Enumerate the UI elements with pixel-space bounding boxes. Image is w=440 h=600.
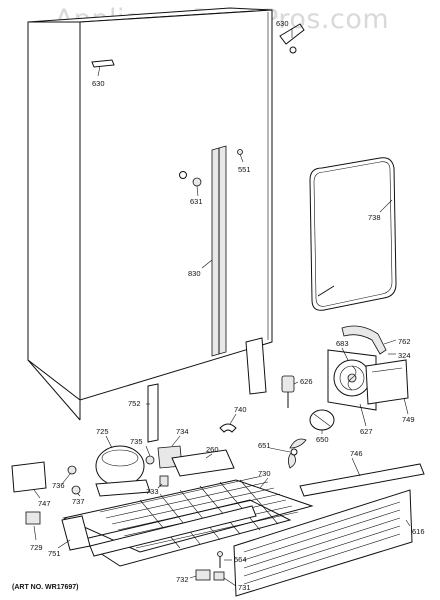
cover-plate-part: [365, 359, 409, 405]
callout-747: 747: [38, 499, 51, 508]
clip-729-part: [25, 511, 41, 525]
clip-740-part: [219, 423, 237, 433]
callout-737: 737: [72, 497, 85, 506]
leader-lines: [33, 28, 411, 587]
callout-725: 725: [96, 427, 109, 436]
mullion-part: [211, 145, 227, 357]
hinge-630-part: [91, 59, 115, 68]
cover-747-part: [11, 461, 47, 493]
callout-731: 731: [238, 583, 251, 592]
callout-740: 740: [234, 405, 247, 414]
fan-motor-part: [309, 409, 335, 431]
drain-tube-part: [341, 325, 387, 355]
callout-749: 749: [402, 415, 415, 424]
art-number: (ART NO. WR17697): [12, 584, 79, 591]
callout-730: 730: [258, 469, 271, 478]
callout-736: 736: [52, 481, 65, 490]
heater-loop-part: [309, 157, 397, 311]
callout-762: 762: [398, 337, 411, 346]
rear-cover-part: [233, 489, 413, 597]
grommet-735-part: [145, 455, 155, 465]
cabinet-leg: [245, 337, 267, 395]
drain-pan-part: [171, 449, 235, 477]
callout-830: 830: [188, 269, 201, 278]
hole-circle: [179, 171, 187, 179]
bracket-752-part: [147, 383, 159, 443]
plug-631-part: [192, 177, 202, 187]
cabinet: [27, 7, 273, 421]
callout-627: 627: [360, 427, 373, 436]
callout-729: 729: [30, 543, 43, 552]
hinge-top-right-part: [279, 23, 305, 54]
relay-626-part: [281, 375, 295, 408]
grommet-736-part: [67, 465, 77, 475]
callout-labels: 630 630 551 631 738 830 762 683 324 626 …: [30, 19, 425, 592]
callout-260: 260: [206, 445, 219, 454]
screw-564-part: [217, 551, 223, 568]
grommet-737-part: [71, 485, 81, 495]
callout-564: 564: [234, 555, 247, 564]
callout-324: 324: [398, 351, 411, 360]
callout-626: 626: [300, 377, 313, 386]
callout-732: 732: [176, 575, 189, 584]
shield-746-part: [299, 463, 425, 497]
callout-631: 631: [190, 197, 203, 206]
callout-734: 734: [176, 427, 189, 436]
clip-732-part: [195, 569, 211, 581]
callout-735: 735: [130, 437, 143, 446]
callout-630: 630: [92, 79, 105, 88]
callout-738: 738: [368, 213, 381, 222]
callout-683: 683: [336, 339, 349, 348]
callout-651: 651: [258, 441, 271, 450]
callout-751: 751: [48, 549, 61, 558]
clip-733-part: [159, 475, 169, 487]
fan-shroud-part: [327, 349, 377, 411]
callout-650: 650: [316, 435, 329, 444]
callout-733: 733: [146, 487, 159, 496]
clip-731-part: [213, 571, 225, 581]
callout-551: 551: [238, 165, 251, 174]
callout-616: 616: [412, 527, 425, 536]
callout-752: 752: [128, 399, 141, 408]
compressor-part: [95, 445, 151, 497]
callout-630-top: 630: [276, 19, 289, 28]
callout-746: 746: [350, 449, 363, 458]
screw-551-part: [237, 149, 243, 155]
fan-blade-part: [288, 438, 307, 469]
base-rail-part: [61, 505, 257, 557]
